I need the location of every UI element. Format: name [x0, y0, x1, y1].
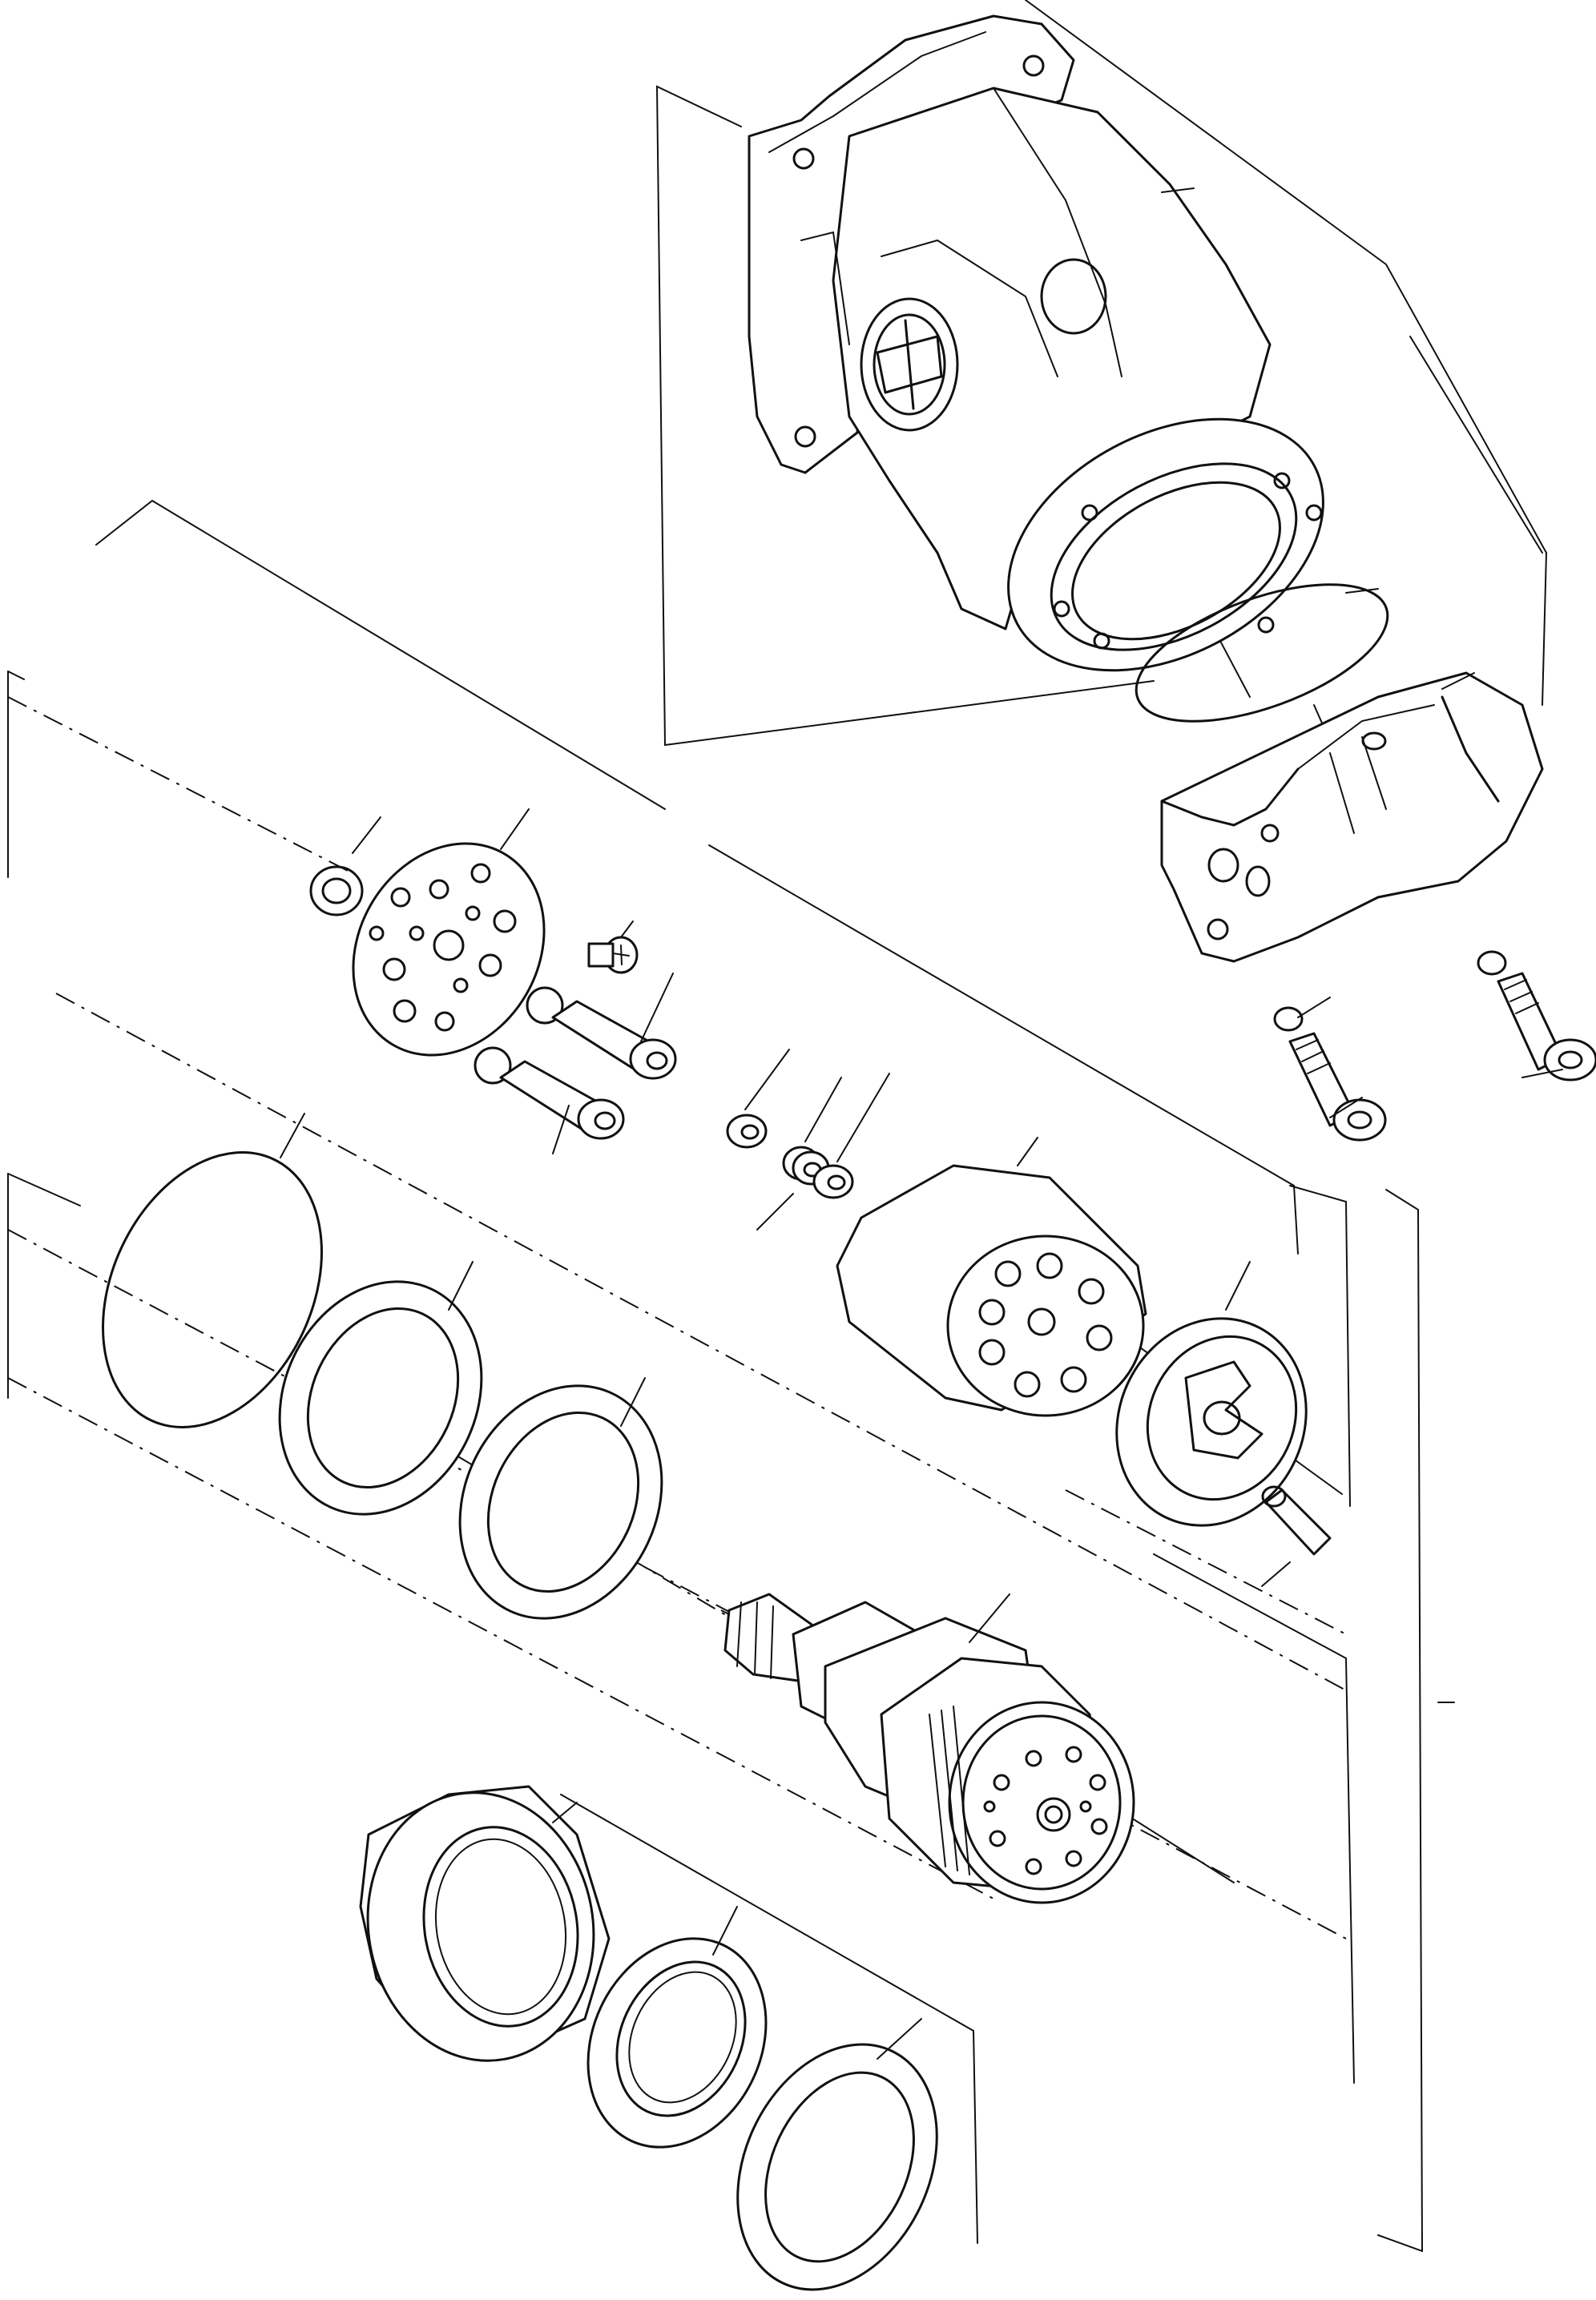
- group-bracket-rotating: [7, 499, 1351, 1507]
- group-bracket-housing: [655, 0, 1548, 746]
- retainer-plate: [1115, 1317, 1308, 1527]
- assembly-axis-lines: [7, 560, 1379, 1939]
- screw: [587, 936, 639, 974]
- pin: [1261, 1485, 1332, 1556]
- bearing-cover: [359, 1785, 611, 2062]
- drive-shaft: [723, 1593, 1135, 1904]
- spacer: [812, 1164, 854, 1199]
- spacer: [726, 1114, 768, 1149]
- washer: [1273, 1006, 1304, 1032]
- motor-housing: [748, 14, 1324, 672]
- washer: [1477, 950, 1507, 976]
- group-bracket-shims: [7, 1173, 81, 1399]
- port-plate-housing: [1160, 671, 1544, 963]
- o-ring: [1135, 583, 1389, 723]
- callout-leaders: [280, 187, 1563, 2060]
- group-bracket-shaft: [560, 1189, 1455, 2253]
- valve-plate: [352, 842, 546, 1057]
- shim: [278, 1280, 483, 1516]
- piston: [474, 1046, 625, 1140]
- cylinder-block: [836, 1164, 1147, 1417]
- seal-ring: [102, 1151, 323, 1428]
- cap-screw: [1497, 972, 1596, 1082]
- washer: [309, 865, 364, 916]
- piston: [526, 986, 677, 1080]
- shim: [736, 2043, 938, 2291]
- shim: [458, 1384, 663, 1620]
- cap-screw: [1288, 1032, 1387, 1142]
- shaft-seal: [586, 1937, 768, 2149]
